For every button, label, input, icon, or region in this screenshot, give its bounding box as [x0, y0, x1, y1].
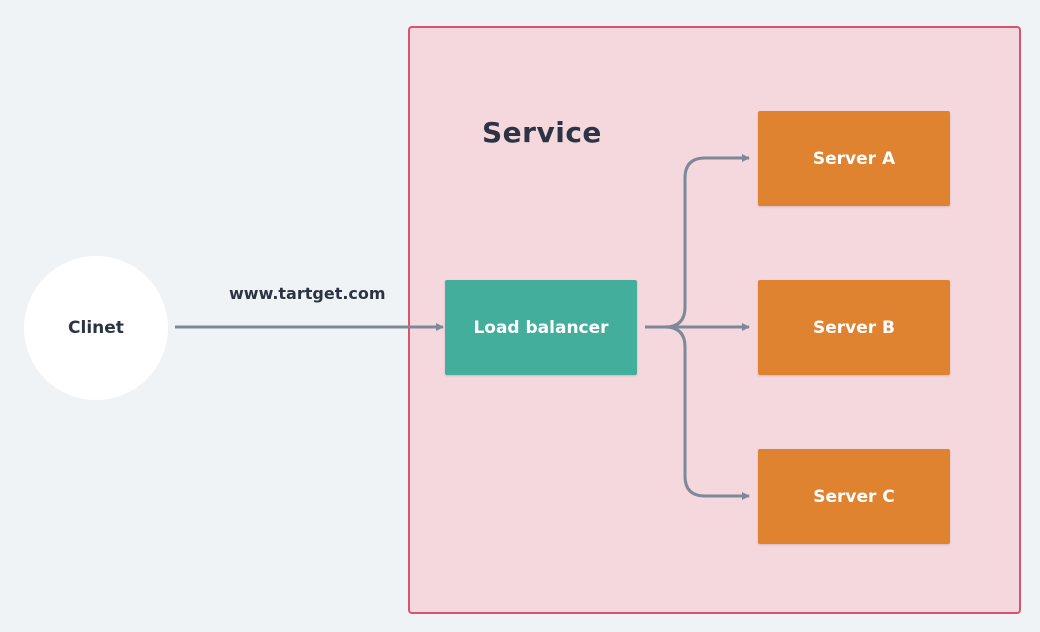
load-balancer-node[interactable]: Load balancer	[445, 280, 637, 375]
load-balancer-label: Load balancer	[473, 317, 609, 338]
lb-to-server-c-arrow	[664, 325, 750, 500]
url-label: www.tartget.com	[229, 284, 386, 303]
server-c-label: Server C	[813, 486, 895, 507]
service-title: Service	[482, 116, 602, 149]
server-a-label: Server A	[812, 148, 896, 169]
server-a-node[interactable]: Server A	[758, 111, 950, 206]
server-b-node[interactable]: Server B	[758, 280, 950, 375]
lb-to-server-a-arrow	[664, 154, 750, 329]
server-c-node[interactable]: Server C	[758, 449, 950, 544]
client-label: Clinet	[68, 318, 124, 338]
client-node[interactable]: Clinet	[24, 256, 168, 400]
server-b-label: Server B	[812, 317, 896, 338]
